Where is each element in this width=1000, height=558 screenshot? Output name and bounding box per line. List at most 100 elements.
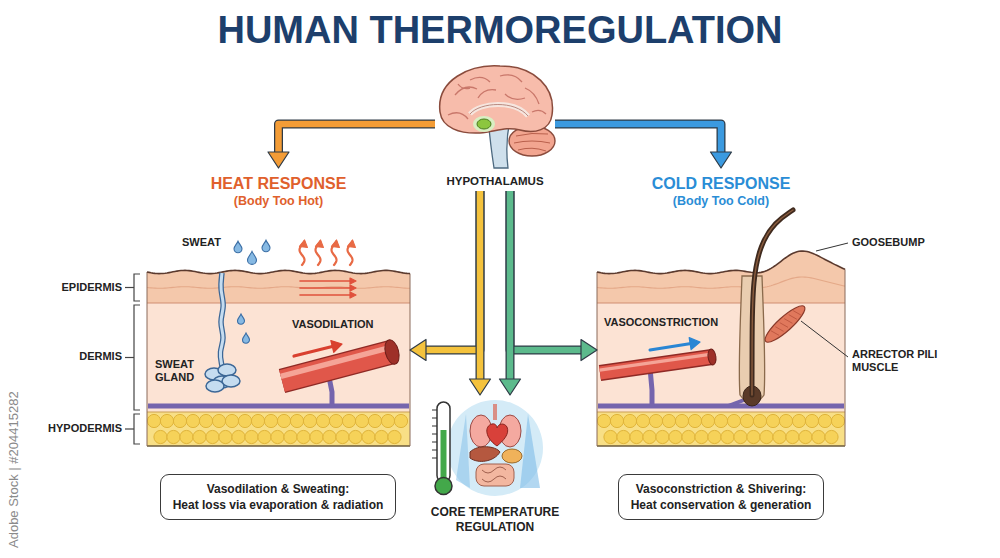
cerebellum-fold: [516, 133, 548, 136]
layer-boundary: [147, 411, 410, 412]
bracket-leader: [125, 428, 134, 429]
fat-cells: [597, 414, 844, 443]
fat-cell: [154, 430, 167, 443]
box-heading: Vasoconstriction & Shivering:: [631, 481, 812, 497]
fat-cell: [669, 430, 682, 443]
fat-cell: [727, 414, 740, 427]
fat-cell: [349, 430, 362, 443]
arrector-pili-muscle: [761, 301, 809, 346]
skin-surface: [597, 251, 845, 274]
layer-boundary: [597, 445, 845, 446]
sweat-gland-coil: [222, 375, 240, 387]
muscle-fibre: [771, 329, 779, 338]
fat-cell: [630, 430, 643, 443]
vasodilation-arrow-line: [294, 346, 333, 356]
heat-flow-arrow-line: [300, 294, 351, 296]
fat-cell: [773, 430, 786, 443]
sweat-gland-coil: [206, 380, 224, 392]
arrow-connector: [555, 124, 732, 168]
fat-cell: [388, 430, 401, 443]
sweat-duct: [220, 273, 223, 366]
epidermis-inner-line: [147, 287, 410, 289]
fat-cell: [258, 430, 271, 443]
fat-cell: [649, 414, 662, 427]
cold-glow: [520, 414, 540, 488]
core-region: CORE TEMPERATURE REGULATION: [420, 395, 570, 537]
node-label: HYPOTHALAMUS: [435, 174, 555, 188]
fat-cell: [682, 430, 695, 443]
box-body: Heat conservation & generation: [631, 497, 812, 513]
summary-box: Vasoconstriction & Shivering:Heat conser…: [618, 474, 825, 520]
thermometer-tick: [432, 410, 437, 411]
bracket: [134, 274, 140, 301]
skin-section-cold: [597, 210, 848, 446]
connector-outline: [510, 191, 583, 350]
fat-cell: [303, 414, 316, 427]
watermark: Adobe Stock | #204415282: [6, 391, 22, 548]
fat-cell: [799, 430, 812, 443]
connector-outline: [555, 124, 721, 154]
epidermis-inner-line: [597, 277, 845, 288]
hair-shaft: [752, 210, 793, 395]
arrow-connector: [470, 191, 491, 395]
core-circle: [447, 400, 543, 496]
arrow-connector: [410, 191, 480, 361]
skin-section-hot: [147, 240, 410, 446]
connector-outline: [506, 191, 515, 381]
fat-cell: [323, 430, 336, 443]
fat-cell: [688, 414, 701, 427]
sweat-drop: [234, 241, 242, 253]
fat-cell: [701, 414, 714, 427]
brain-gyrus: [505, 94, 525, 99]
heat-flow-arrow-head: [350, 292, 356, 298]
thermometer-tick: [432, 434, 437, 435]
vessel-opening: [707, 349, 717, 366]
arrow-head: [470, 379, 491, 395]
heart: [487, 424, 508, 446]
leader-line: [816, 243, 848, 251]
section-edge: [597, 272, 598, 446]
sweat-duct-wall: [220, 273, 223, 366]
stomach: [502, 449, 522, 463]
dermis-layer: [147, 303, 410, 412]
fat-cell: [251, 414, 264, 427]
skin-surface: [147, 270, 410, 273]
fat-cell: [604, 430, 617, 443]
hypodermis-layer: [597, 412, 845, 446]
fat-cell: [714, 414, 727, 427]
corpus-callosum: [470, 105, 528, 117]
vessel-highlight: [281, 347, 391, 376]
leader-line: [801, 321, 848, 357]
connector-line: [424, 191, 480, 350]
fat-cell: [238, 414, 251, 427]
brain-gyrus: [470, 77, 490, 82]
corpus-callosum-edge: [470, 105, 528, 117]
fat-cell: [760, 430, 773, 443]
fat-cell: [779, 414, 792, 427]
muscle-fibre: [793, 309, 801, 318]
cerebellum-fold: [518, 148, 546, 151]
cold-glow: [456, 414, 470, 488]
node-label: CORE TEMPERATURE REGULATION: [420, 505, 570, 535]
fat-cell: [656, 430, 669, 443]
fat-cell: [264, 414, 277, 427]
fat-cell: [740, 414, 753, 427]
vessel-wall: [600, 357, 712, 373]
connector-line: [477, 191, 484, 381]
connector-outline: [279, 124, 436, 154]
thermometer-tick: [432, 450, 437, 451]
bracket-leader: [125, 357, 134, 358]
fat-cell: [747, 430, 760, 443]
layer-boundary: [147, 302, 410, 303]
fat-cell: [695, 430, 708, 443]
blood-vessel-branch: [728, 400, 744, 406]
fat-cell: [662, 414, 675, 427]
layer-brackets: [125, 274, 140, 444]
fat-cell: [167, 430, 180, 443]
thermometer-bulb: [435, 478, 452, 495]
fat-cell: [199, 414, 212, 427]
heat-flow-arrow-head: [350, 285, 356, 291]
hair-shine: [752, 210, 793, 395]
fat-cell: [394, 414, 407, 427]
